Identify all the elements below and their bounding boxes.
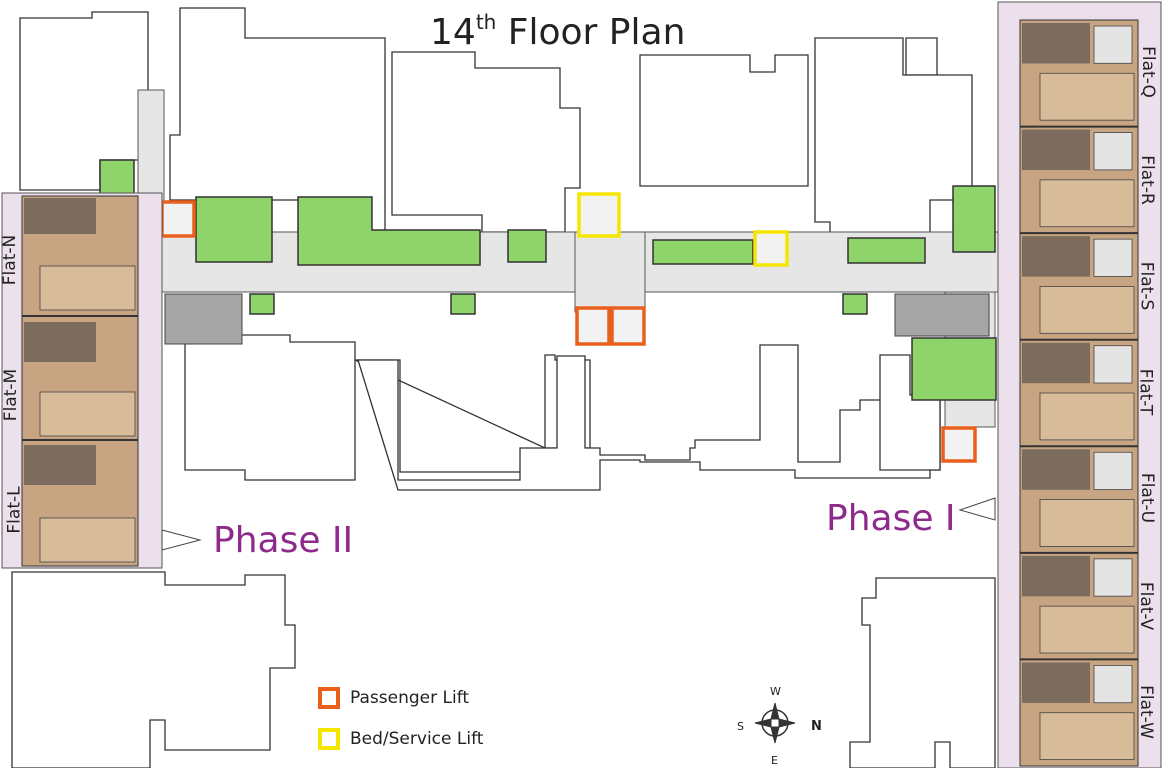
- compass-n: N: [811, 719, 822, 734]
- flat-t-label: Flat-T: [1135, 368, 1156, 416]
- outline-bottom-left: [184, 334, 356, 481]
- phase-pointers: [161, 497, 996, 551]
- flat-unit: [1022, 23, 1135, 121]
- flat-w-label: Flat-W: [1135, 685, 1156, 739]
- legend-bed-service-lift: Bed/Service Lift: [318, 728, 483, 750]
- compass-rose: [754, 702, 796, 744]
- flat-l-label: Flat-L: [4, 486, 25, 534]
- compass-e: E: [771, 754, 778, 767]
- right-flat-band: [997, 1, 1162, 768]
- left-flat-band: [1, 192, 163, 569]
- flat-unit: [1020, 445, 1138, 547]
- outline-top-4: [905, 37, 938, 76]
- corridor-hub: [574, 231, 646, 313]
- flat-s-label: Flat-S: [1136, 261, 1157, 311]
- passenger-lift: [610, 306, 646, 346]
- outline-top-2: [391, 51, 581, 233]
- bed-service-lift: [577, 192, 621, 238]
- phase-1-label: Phase I: [826, 498, 956, 539]
- flat-unit: [1020, 338, 1138, 441]
- flat-unit: [1020, 658, 1138, 761]
- flat-u-label: Flat-U: [1137, 472, 1158, 524]
- bed-service-lift: [753, 230, 789, 267]
- phase-2-label: Phase II: [213, 520, 354, 561]
- outline-bottom-3: [357, 344, 941, 491]
- outline-top-3: [639, 54, 809, 187]
- flat-q-label: Flat-Q: [1137, 46, 1158, 98]
- lifts: [160, 192, 977, 463]
- legend-label: Passenger Lift: [350, 688, 470, 708]
- flat-r-label: Flat-R: [1136, 155, 1157, 205]
- outline-lower-left: [11, 571, 296, 768]
- legend-passenger-lift: Passenger Lift: [318, 687, 469, 709]
- stair-cores: [164, 293, 990, 345]
- flat-unit: [1020, 125, 1138, 228]
- legend-label: Bed/Service Lift: [350, 729, 484, 749]
- flat-m-label: Flat-M: [1, 368, 22, 422]
- flat-unit: [1020, 232, 1138, 334]
- bed-service-lift-swatch: [318, 728, 340, 750]
- compass-w: W: [770, 685, 781, 698]
- passenger-lift: [575, 306, 611, 346]
- page-title: 14th Floor Plan: [430, 10, 686, 53]
- passenger-lift-swatch: [318, 687, 340, 709]
- flat-v-label: Flat-V: [1136, 581, 1157, 631]
- flat-n-label: Flat-N: [0, 234, 21, 286]
- outline-top-5: [814, 37, 973, 256]
- passenger-lift: [160, 200, 196, 238]
- flat-unit: [1020, 551, 1138, 654]
- passenger-lift: [941, 426, 977, 463]
- building-outlines: [11, 7, 996, 768]
- outline-lower-right: [849, 577, 996, 768]
- compass-s: S: [737, 720, 744, 733]
